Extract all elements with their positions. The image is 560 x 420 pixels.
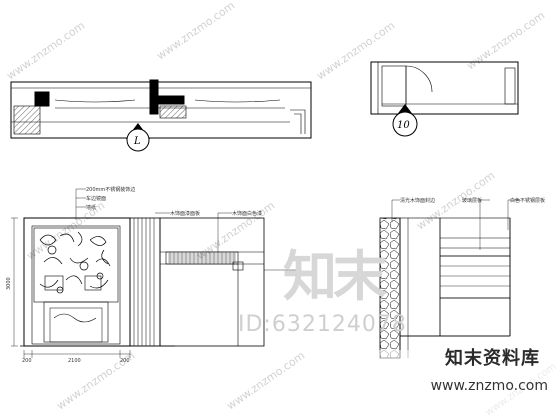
dimension-label: 200: [120, 358, 130, 364]
annotation-label: 清光木饰面封边: [400, 197, 435, 204]
watermark-id: ID:632124078: [238, 312, 407, 337]
dimension-label: 200: [22, 358, 32, 364]
section-leaders: [391, 199, 520, 250]
elevation-view: [20, 217, 175, 347]
plan-section-right: [370, 61, 519, 115]
watermark-text: www.znzmo.com: [314, 19, 397, 83]
elevation-leaders: [75, 188, 300, 271]
watermark-text: www.znzmo.com: [154, 0, 237, 62]
dimension-lines: [11, 217, 131, 358]
brand-title: 知末资料库: [445, 348, 540, 369]
section-marker-label: 10: [397, 120, 410, 131]
brand-url: www.znzmo.com: [430, 378, 548, 394]
annotation-label: 墙纸: [86, 204, 96, 211]
elevation-cabinet: [159, 217, 265, 347]
section-marker-label: L: [133, 136, 141, 147]
section-detail: [379, 217, 511, 359]
annotation-label: 玻璃层板: [462, 197, 482, 204]
section-marker-left: L: [126, 123, 150, 152]
watermark-text: www.znzmo.com: [4, 19, 87, 83]
dimension-label: 2100: [68, 358, 81, 364]
watermark-text: www.znzmo.com: [224, 349, 307, 413]
slat-wall: [129, 217, 161, 347]
watermark-logo: 知末: [283, 245, 387, 308]
brand-panel: [355, 350, 560, 420]
annotation-label: 木饰面白色漆: [232, 210, 262, 217]
annotation-label: 木饰面漆面板: [170, 210, 200, 217]
section-marker-right: 10: [392, 104, 418, 137]
plan-section-left: [10, 79, 312, 139]
annotation-label: 白色不锈钢层板: [510, 197, 545, 204]
annotation-label: 车边镜面: [86, 195, 106, 202]
annotation-label: 200mm不锈钢装饰边: [86, 186, 135, 193]
watermark-text: www.znzmo.com: [464, 9, 547, 73]
dimension-label: 3000: [6, 277, 12, 290]
watermark-text: www.znzmo.com: [194, 199, 277, 263]
